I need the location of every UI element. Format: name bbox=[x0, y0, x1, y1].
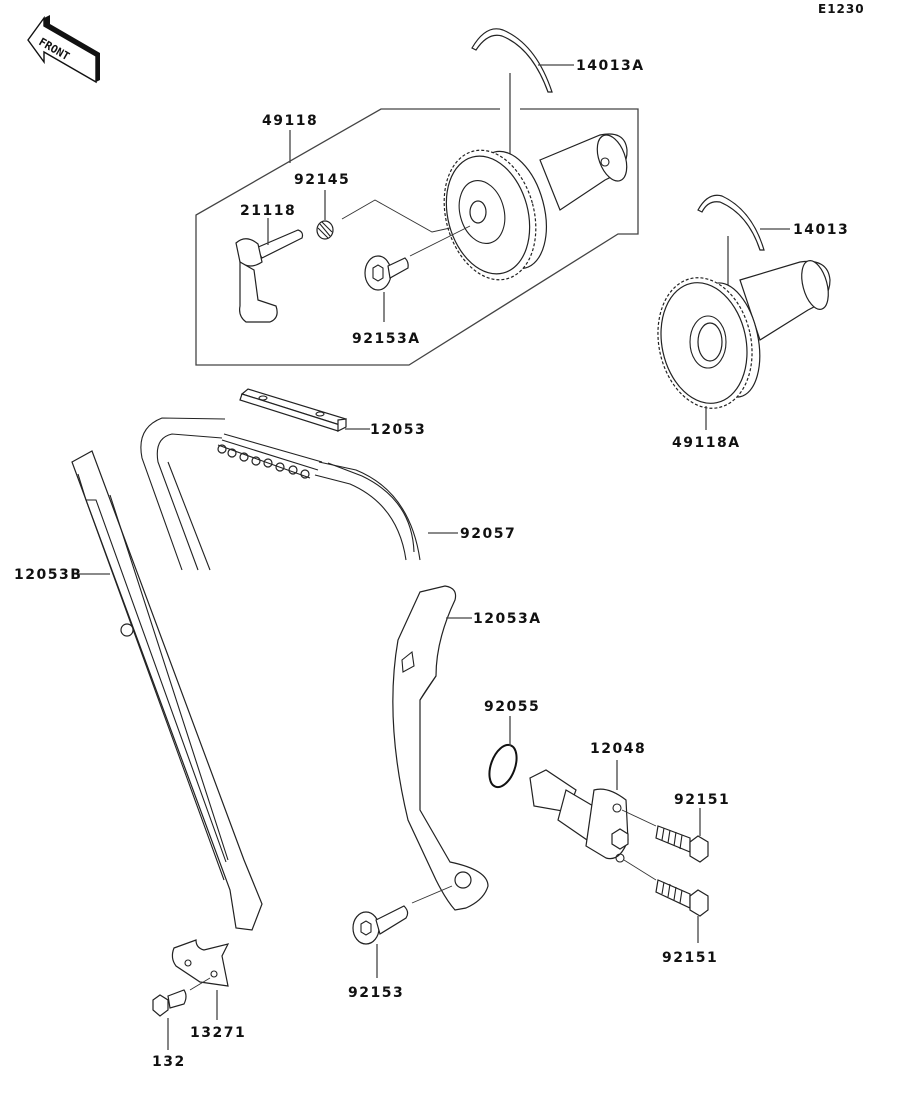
label-92151-upper: 92151 bbox=[674, 792, 730, 808]
label-12053a: 12053A bbox=[473, 611, 542, 627]
label-12053: 12053 bbox=[370, 422, 426, 438]
cam-chain-92057 bbox=[140, 417, 458, 571]
semicircular-ring-14013a bbox=[471, 28, 574, 93]
camshaft-group-box bbox=[195, 108, 639, 366]
label-92145: 92145 bbox=[294, 172, 350, 188]
plate-13271 bbox=[171, 939, 230, 1020]
bolt-92151-lower bbox=[623, 859, 709, 943]
intake-camshaft bbox=[443, 133, 628, 281]
label-13271: 13271 bbox=[190, 1025, 246, 1041]
bolt-132 bbox=[152, 989, 187, 1050]
label-14013: 14013 bbox=[793, 222, 849, 238]
label-92057: 92057 bbox=[460, 526, 516, 542]
decompression-shaft-21118 bbox=[235, 218, 304, 323]
label-12048: 12048 bbox=[590, 741, 646, 757]
bolt-92153 bbox=[352, 885, 453, 978]
label-132: 132 bbox=[152, 1054, 186, 1070]
front-arrow-icon: FRONT bbox=[27, 15, 100, 84]
diagram-code: E1230 bbox=[818, 2, 865, 16]
label-49118a: 49118A bbox=[672, 435, 741, 451]
label-14013a: 14013A bbox=[576, 58, 645, 74]
label-92055: 92055 bbox=[484, 699, 540, 715]
chain-guide-12053 bbox=[239, 388, 370, 432]
label-92153a: 92153A bbox=[352, 331, 421, 347]
exhaust-camshaft-49118a bbox=[657, 260, 831, 430]
bolt-92151-upper bbox=[621, 808, 709, 863]
spring-92145 bbox=[316, 190, 451, 240]
label-49118: 49118 bbox=[262, 113, 318, 129]
label-12053b: 12053B bbox=[14, 567, 82, 583]
bolt-92153a bbox=[364, 225, 471, 322]
o-ring-92055 bbox=[488, 716, 518, 789]
chain-guide-12053a bbox=[392, 585, 489, 911]
cam-chain-tensioner-12048 bbox=[529, 760, 629, 863]
chain-guide-12053b bbox=[71, 450, 263, 931]
label-92153: 92153 bbox=[348, 985, 404, 1001]
label-21118: 21118 bbox=[240, 203, 296, 219]
semicircular-ring-14013 bbox=[697, 194, 790, 251]
label-92151-lower: 92151 bbox=[662, 950, 718, 966]
chain-links bbox=[217, 433, 323, 479]
